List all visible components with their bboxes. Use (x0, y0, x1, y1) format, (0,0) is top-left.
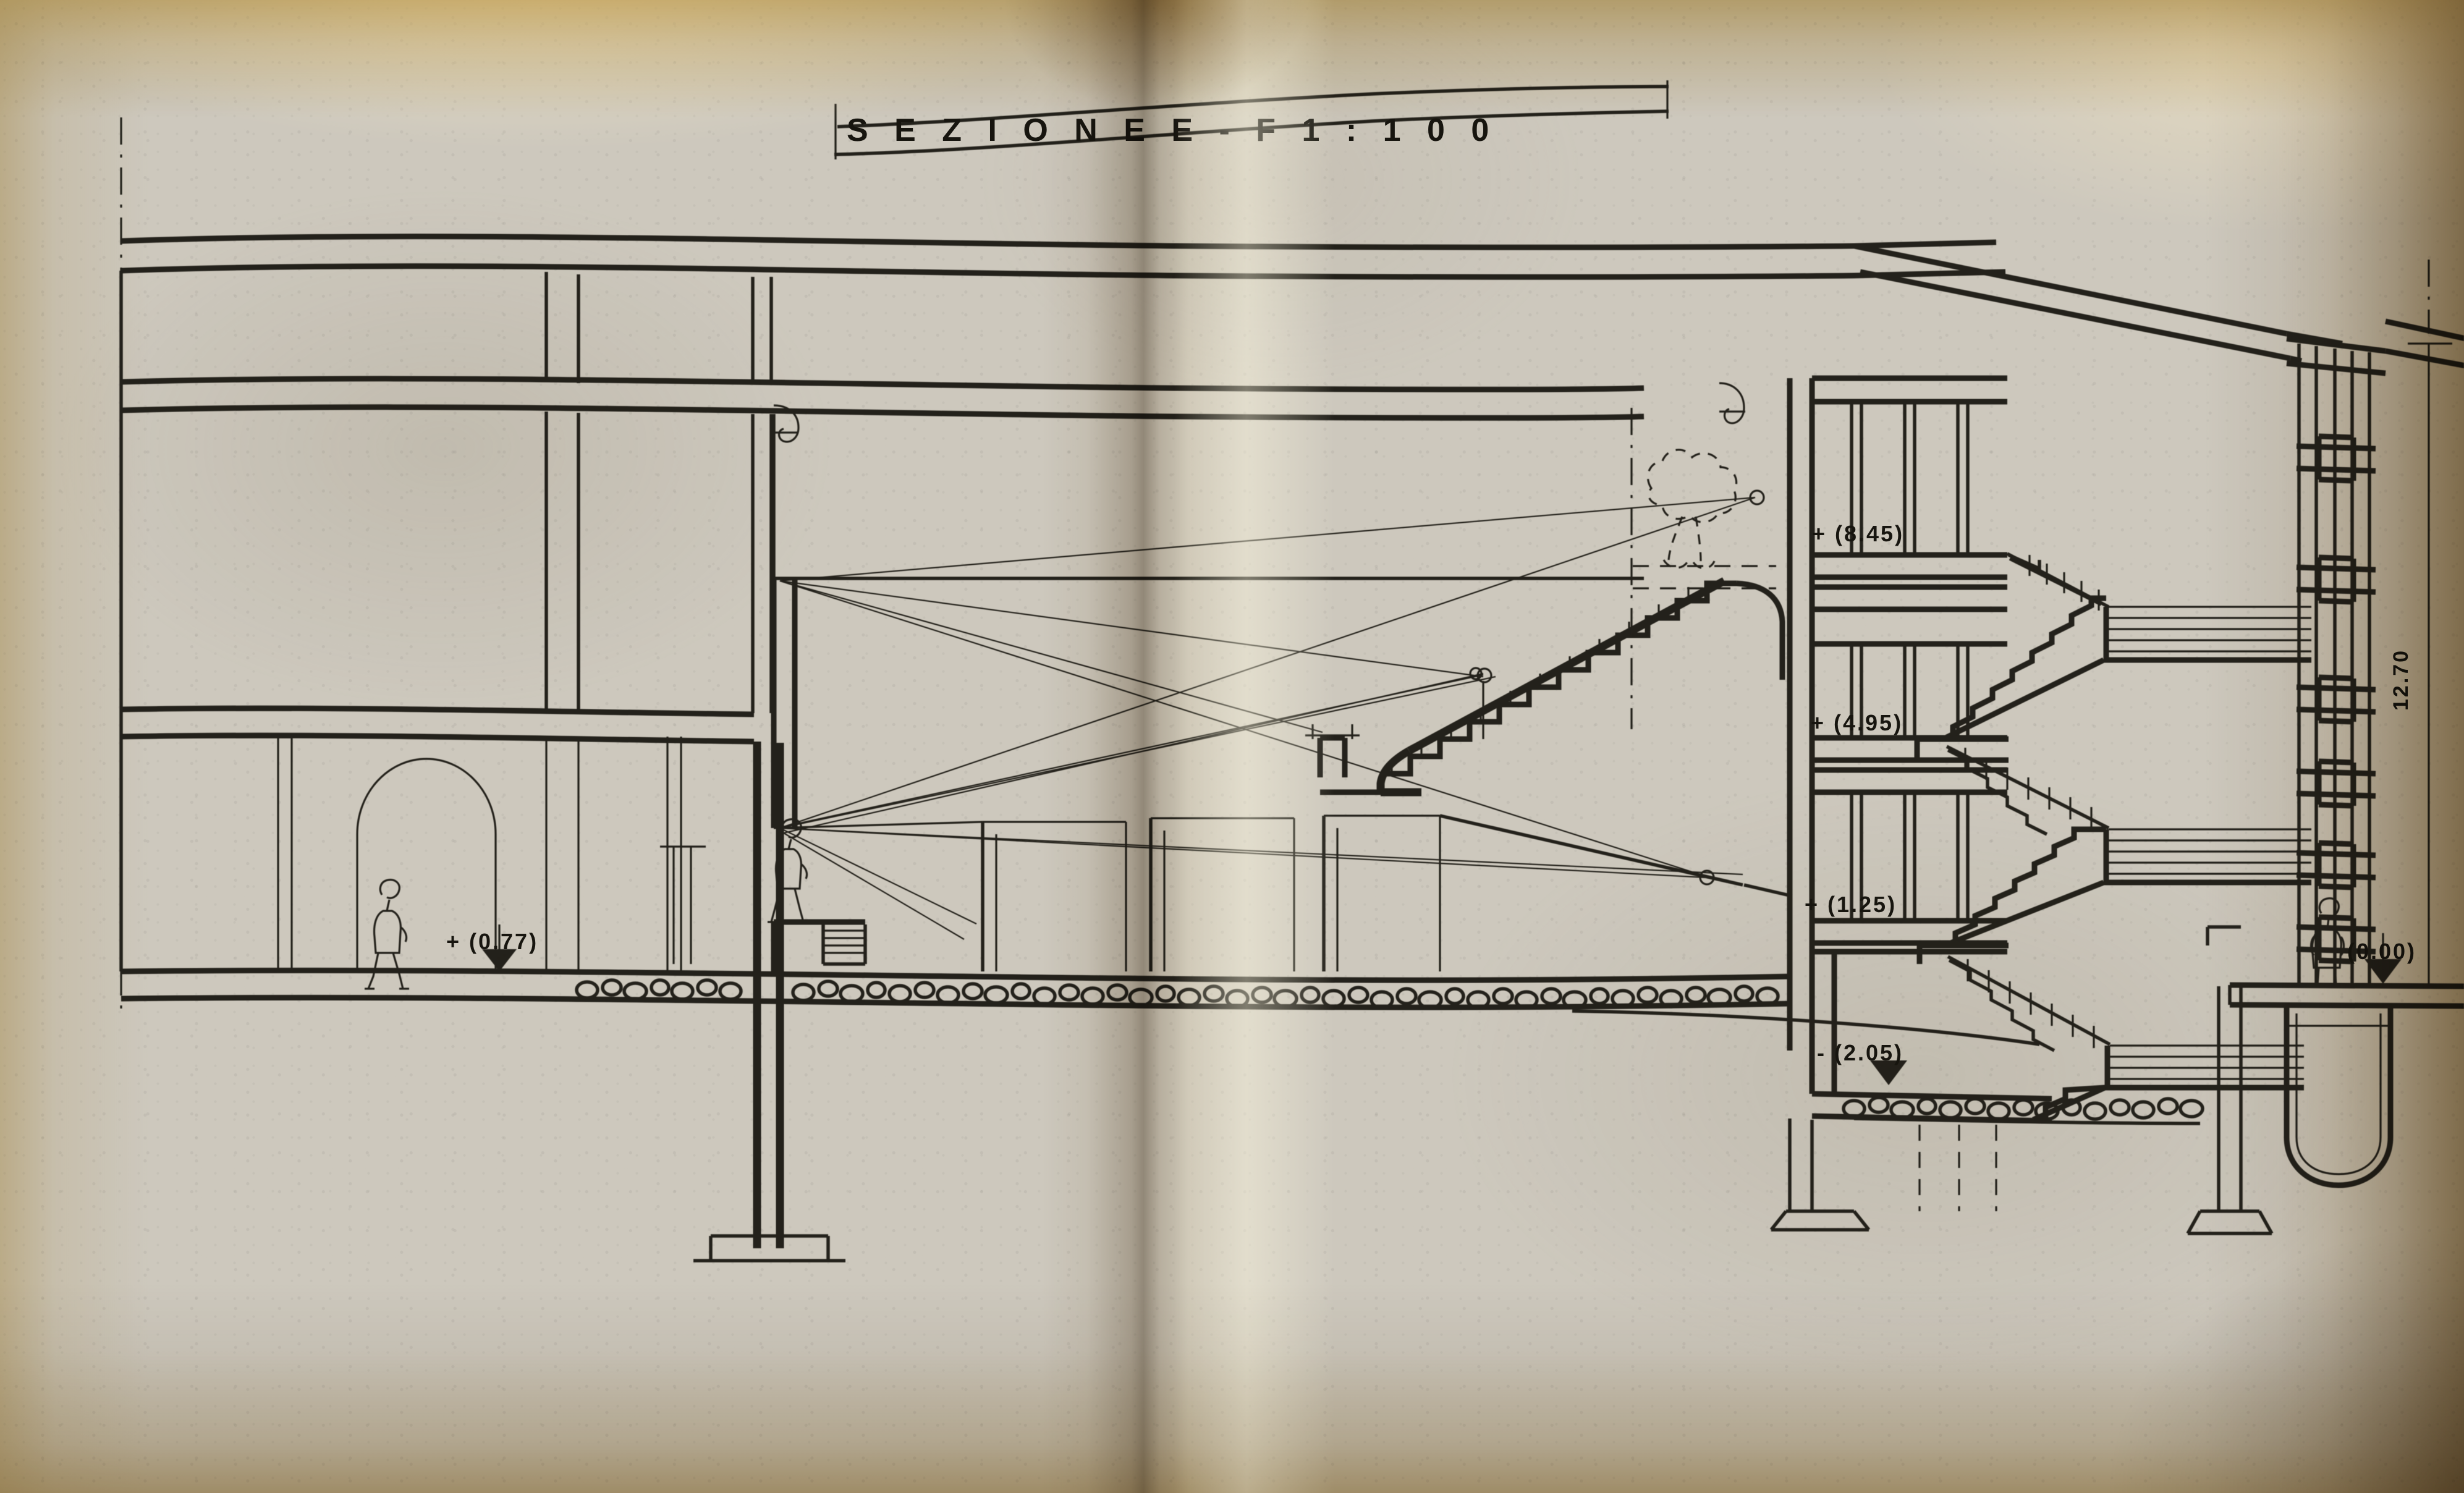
level-label-4-95: + (4.95) (1811, 710, 1903, 735)
level-label-0-00: (0.00) (2347, 939, 2416, 964)
level-label-neg-2-05: - (2.05) (1817, 1040, 1903, 1065)
dimension-label-12-70: 12.70 (2389, 649, 2413, 711)
level-label-1-25: + (1.25) (1805, 892, 1897, 917)
level-label-0-77: + (0.77) (446, 929, 538, 954)
level-label-8-45: + (8.45) (1812, 521, 1904, 546)
drawing-title: S E Z I O N E E - F 1 : 1 0 0 (847, 112, 1497, 148)
